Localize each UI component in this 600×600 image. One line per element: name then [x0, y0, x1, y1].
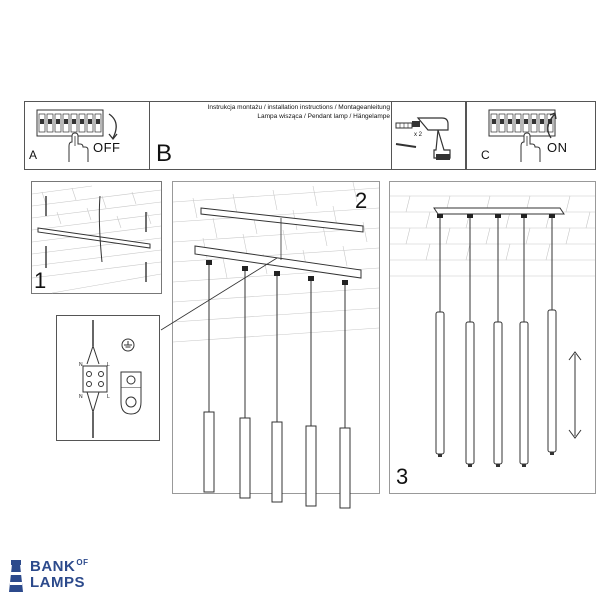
wiring-diagram — [82, 320, 108, 438]
breaker-switch — [540, 119, 544, 124]
breaker-switch — [500, 119, 504, 124]
curved-arrow-icon — [108, 113, 118, 141]
breaker-switch — [56, 119, 60, 124]
lamp-tube — [519, 321, 529, 465]
step2-number: 2 — [355, 188, 368, 213]
brand-line1: BANKOF — [30, 558, 88, 575]
wiring-detail-panel: N L N L — [56, 315, 160, 441]
lamp-tube — [339, 427, 351, 509]
lighthouse-logo-icon — [9, 560, 23, 592]
step3-panel: 3 — [389, 181, 596, 494]
step3-drawing — [390, 195, 595, 467]
ground-connector — [120, 371, 142, 415]
step2-panel: 2 — [160, 181, 380, 509]
panel-c-letter: C — [481, 148, 490, 162]
hand-icon — [68, 132, 89, 162]
terminal-l-bottom: L — [107, 394, 110, 400]
header-title-line2: Lampa wisząca / Pendant lamp / Hängelamp… — [257, 113, 390, 120]
lamp-tube — [239, 417, 251, 499]
ground-symbol-icon — [121, 338, 135, 352]
lamp-mount — [342, 280, 348, 285]
lamp-tube — [435, 311, 445, 455]
breaker-switch — [532, 119, 536, 124]
breaker-switch — [96, 119, 100, 124]
breaker-switch — [516, 119, 520, 124]
lamp-mount — [308, 276, 314, 281]
terminal-l-top: L — [107, 362, 110, 368]
step3-number: 3 — [396, 464, 409, 489]
lamp-tip — [550, 452, 554, 455]
lamp-mount — [521, 214, 527, 218]
header-title-line1: Instrukcja montażu / installation instru… — [207, 104, 390, 111]
fuse-box-icon — [36, 109, 104, 137]
lamp-mount — [549, 214, 555, 218]
tool-count: x 2 — [414, 132, 423, 138]
lamp-tip — [522, 464, 526, 467]
step1-number: 1 — [34, 268, 47, 293]
breaker-switch — [80, 119, 84, 124]
panel-c-power-on: C ON — [466, 101, 596, 170]
step2-drawing — [160, 181, 380, 509]
terminal-n-bottom: N — [79, 394, 83, 400]
lamp-tube — [203, 411, 215, 493]
lamp-tube — [305, 425, 317, 507]
panel-c-on-label: ON — [547, 140, 568, 155]
lamp-tip — [468, 464, 472, 467]
breaker-switch — [72, 119, 76, 124]
lamp-mount — [437, 214, 443, 218]
breaker-switch — [64, 119, 68, 124]
breaker-switch — [492, 119, 496, 124]
brand-bank: BANK — [30, 558, 76, 575]
lamp-mount — [206, 260, 212, 265]
header-title: Instrukcja montażu / installation instru… — [150, 103, 390, 121]
hand-icon — [520, 132, 541, 162]
panel-a-letter: A — [29, 148, 38, 162]
brand-of: OF — [76, 558, 89, 567]
step1-ceiling-hatch — [31, 185, 162, 294]
drill-icon — [400, 117, 451, 160]
breaker-switch — [508, 119, 512, 124]
panel-a-power-off: A OFF — [24, 101, 150, 170]
fuse-box-icon — [488, 109, 556, 137]
lamp-mount — [467, 214, 473, 218]
lamp-tube — [271, 421, 283, 503]
lamp-mount — [274, 271, 280, 276]
terminal-n-top: N — [79, 362, 83, 368]
breaker-switch — [40, 119, 44, 124]
panel-a-off-label: OFF — [93, 140, 121, 155]
panel-b-letter: B — [156, 140, 173, 167]
breaker-switch — [88, 119, 92, 124]
brand-line2: LAMPS — [30, 574, 85, 591]
curved-arrow-icon — [547, 112, 557, 139]
breaker-switch — [524, 119, 528, 124]
screw-icon — [395, 143, 417, 148]
lamp-tube — [493, 321, 503, 465]
up-down-arrow-icon — [568, 351, 582, 439]
lamp-tube — [547, 309, 557, 453]
panel-tools: x 2 — [391, 101, 466, 170]
lamp-tube — [465, 321, 475, 465]
step1-panel: 1 — [31, 181, 162, 294]
wall-plug-icon — [395, 122, 413, 129]
lamp-mount — [495, 214, 501, 218]
lamp-tip — [438, 454, 442, 457]
lamp-tip — [496, 464, 500, 467]
lamp-mount — [242, 266, 248, 271]
breaker-switch — [48, 119, 52, 124]
